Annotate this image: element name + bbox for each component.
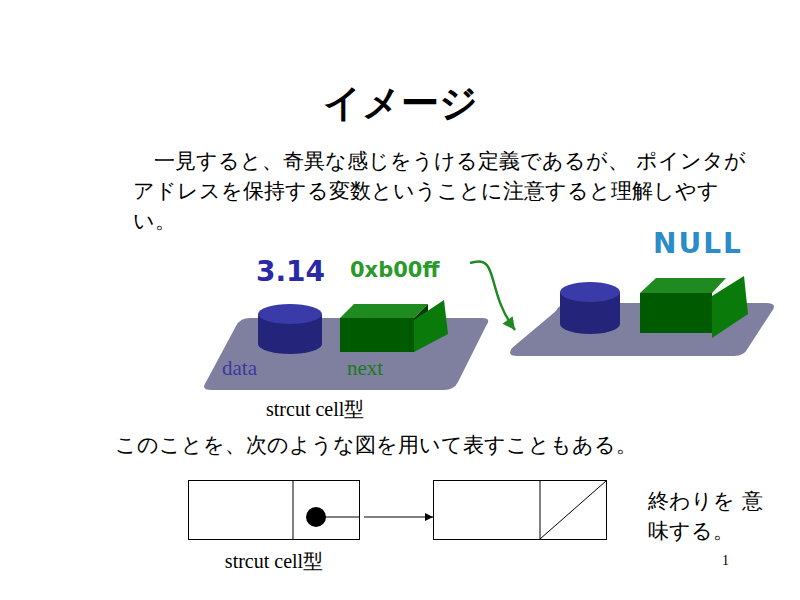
pointer-box [640, 276, 748, 338]
slide-title: イメージ [0, 78, 800, 129]
address-value: 0xb00ff [350, 258, 439, 282]
struct-cell-image: NULL [515, 225, 780, 365]
list-cell: 終わりを 意味する。 [433, 480, 778, 555]
member-name: next [347, 356, 383, 381]
cell-box [188, 480, 360, 540]
pointer-box [340, 300, 448, 352]
body-text: このことを、次のような図を用いて表すこともある。 [115, 431, 637, 459]
body-text: 一見すると、奇異な感じをうける定義であるが、 ポインタがアドレスを保持する変数と… [133, 146, 758, 236]
pointer-line [316, 517, 360, 518]
list-cell: strcut cell型 [188, 480, 364, 577]
data-cylinder [560, 282, 620, 334]
null-label: NULL [653, 227, 743, 260]
cell-divider [188, 480, 360, 540]
pointer-arrow [470, 261, 515, 330]
cell-box [433, 480, 607, 540]
cell-divider [433, 480, 607, 540]
type-name: strcut cell型 [188, 548, 360, 575]
pointer-arrow [364, 513, 433, 521]
data-value: 3.14 [256, 255, 325, 288]
page-number: 1 [722, 553, 729, 569]
type-name: strcut cell型 [266, 396, 364, 423]
data-cylinder [258, 304, 322, 354]
end-note: 終わりを 意味する。 [648, 486, 766, 546]
struct-cell-image: 3.14 data 0xb00ff next strcut cell型 [200, 255, 470, 425]
member-name: data [222, 356, 257, 381]
